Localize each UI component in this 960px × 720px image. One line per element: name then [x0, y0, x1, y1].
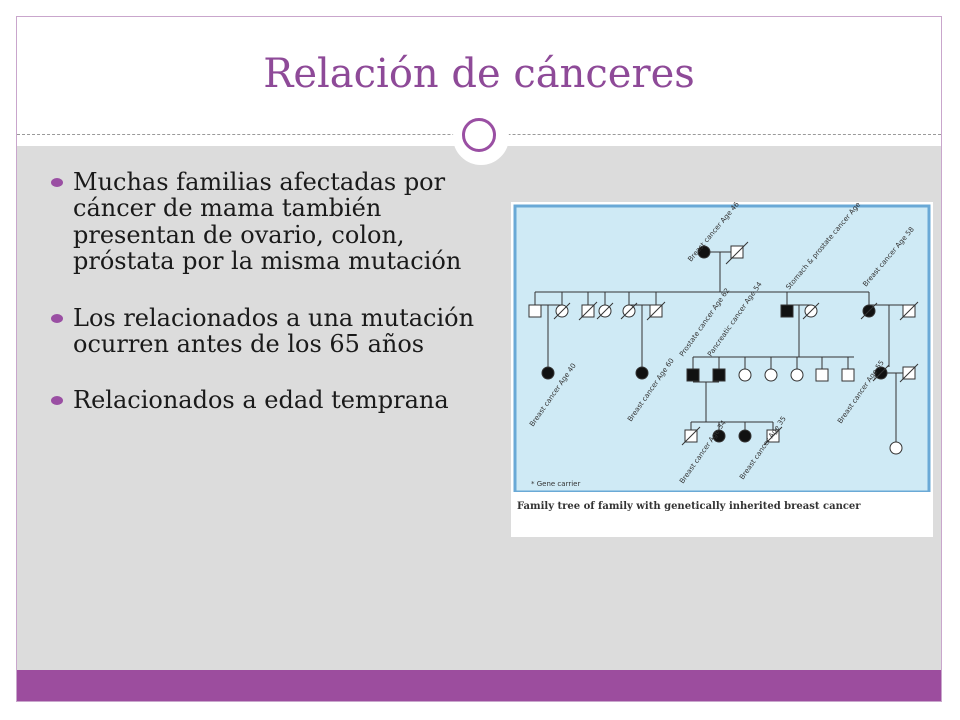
bullet-dot-icon — [51, 313, 63, 323]
bullet-item: Los relacionados a una mutación ocurren … — [49, 303, 479, 358]
bullet-item: Muchas familias afectadas por cáncer de … — [49, 169, 479, 275]
bullet-text: Muchas familias afectadas por cáncer de … — [73, 168, 462, 276]
pedigree-chart: Breast cancer Age 46 Stomach & prostate … — [513, 202, 931, 492]
figure-caption: Family tree of family with genetically i… — [517, 501, 861, 512]
bullet-text: Los relacionados a una mutación ocurren … — [73, 303, 475, 358]
bottom-bar — [17, 670, 941, 701]
bullet-dot-icon — [51, 178, 63, 187]
affected-female-icon — [697, 245, 711, 259]
bullet-list: Muchas familias afectadas por cáncer de … — [49, 169, 479, 444]
slide-title: Relación de cánceres — [263, 51, 695, 97]
male-icon — [730, 245, 744, 259]
bullet-item: Relacionados a edad temprana — [49, 386, 479, 415]
pedigree-legend: * Gene carrier — [531, 480, 581, 488]
bullet-dot-icon — [51, 396, 63, 406]
slide-frame: Relación de cánceres Muchas familias afe… — [16, 16, 942, 702]
ring-ornament-icon — [453, 109, 509, 165]
pedigree-figure: Breast cancer Age 46 Stomach & prostate … — [511, 202, 933, 537]
bullet-text: Relacionados a edad temprana — [73, 386, 449, 415]
pedigree-background — [513, 204, 931, 492]
